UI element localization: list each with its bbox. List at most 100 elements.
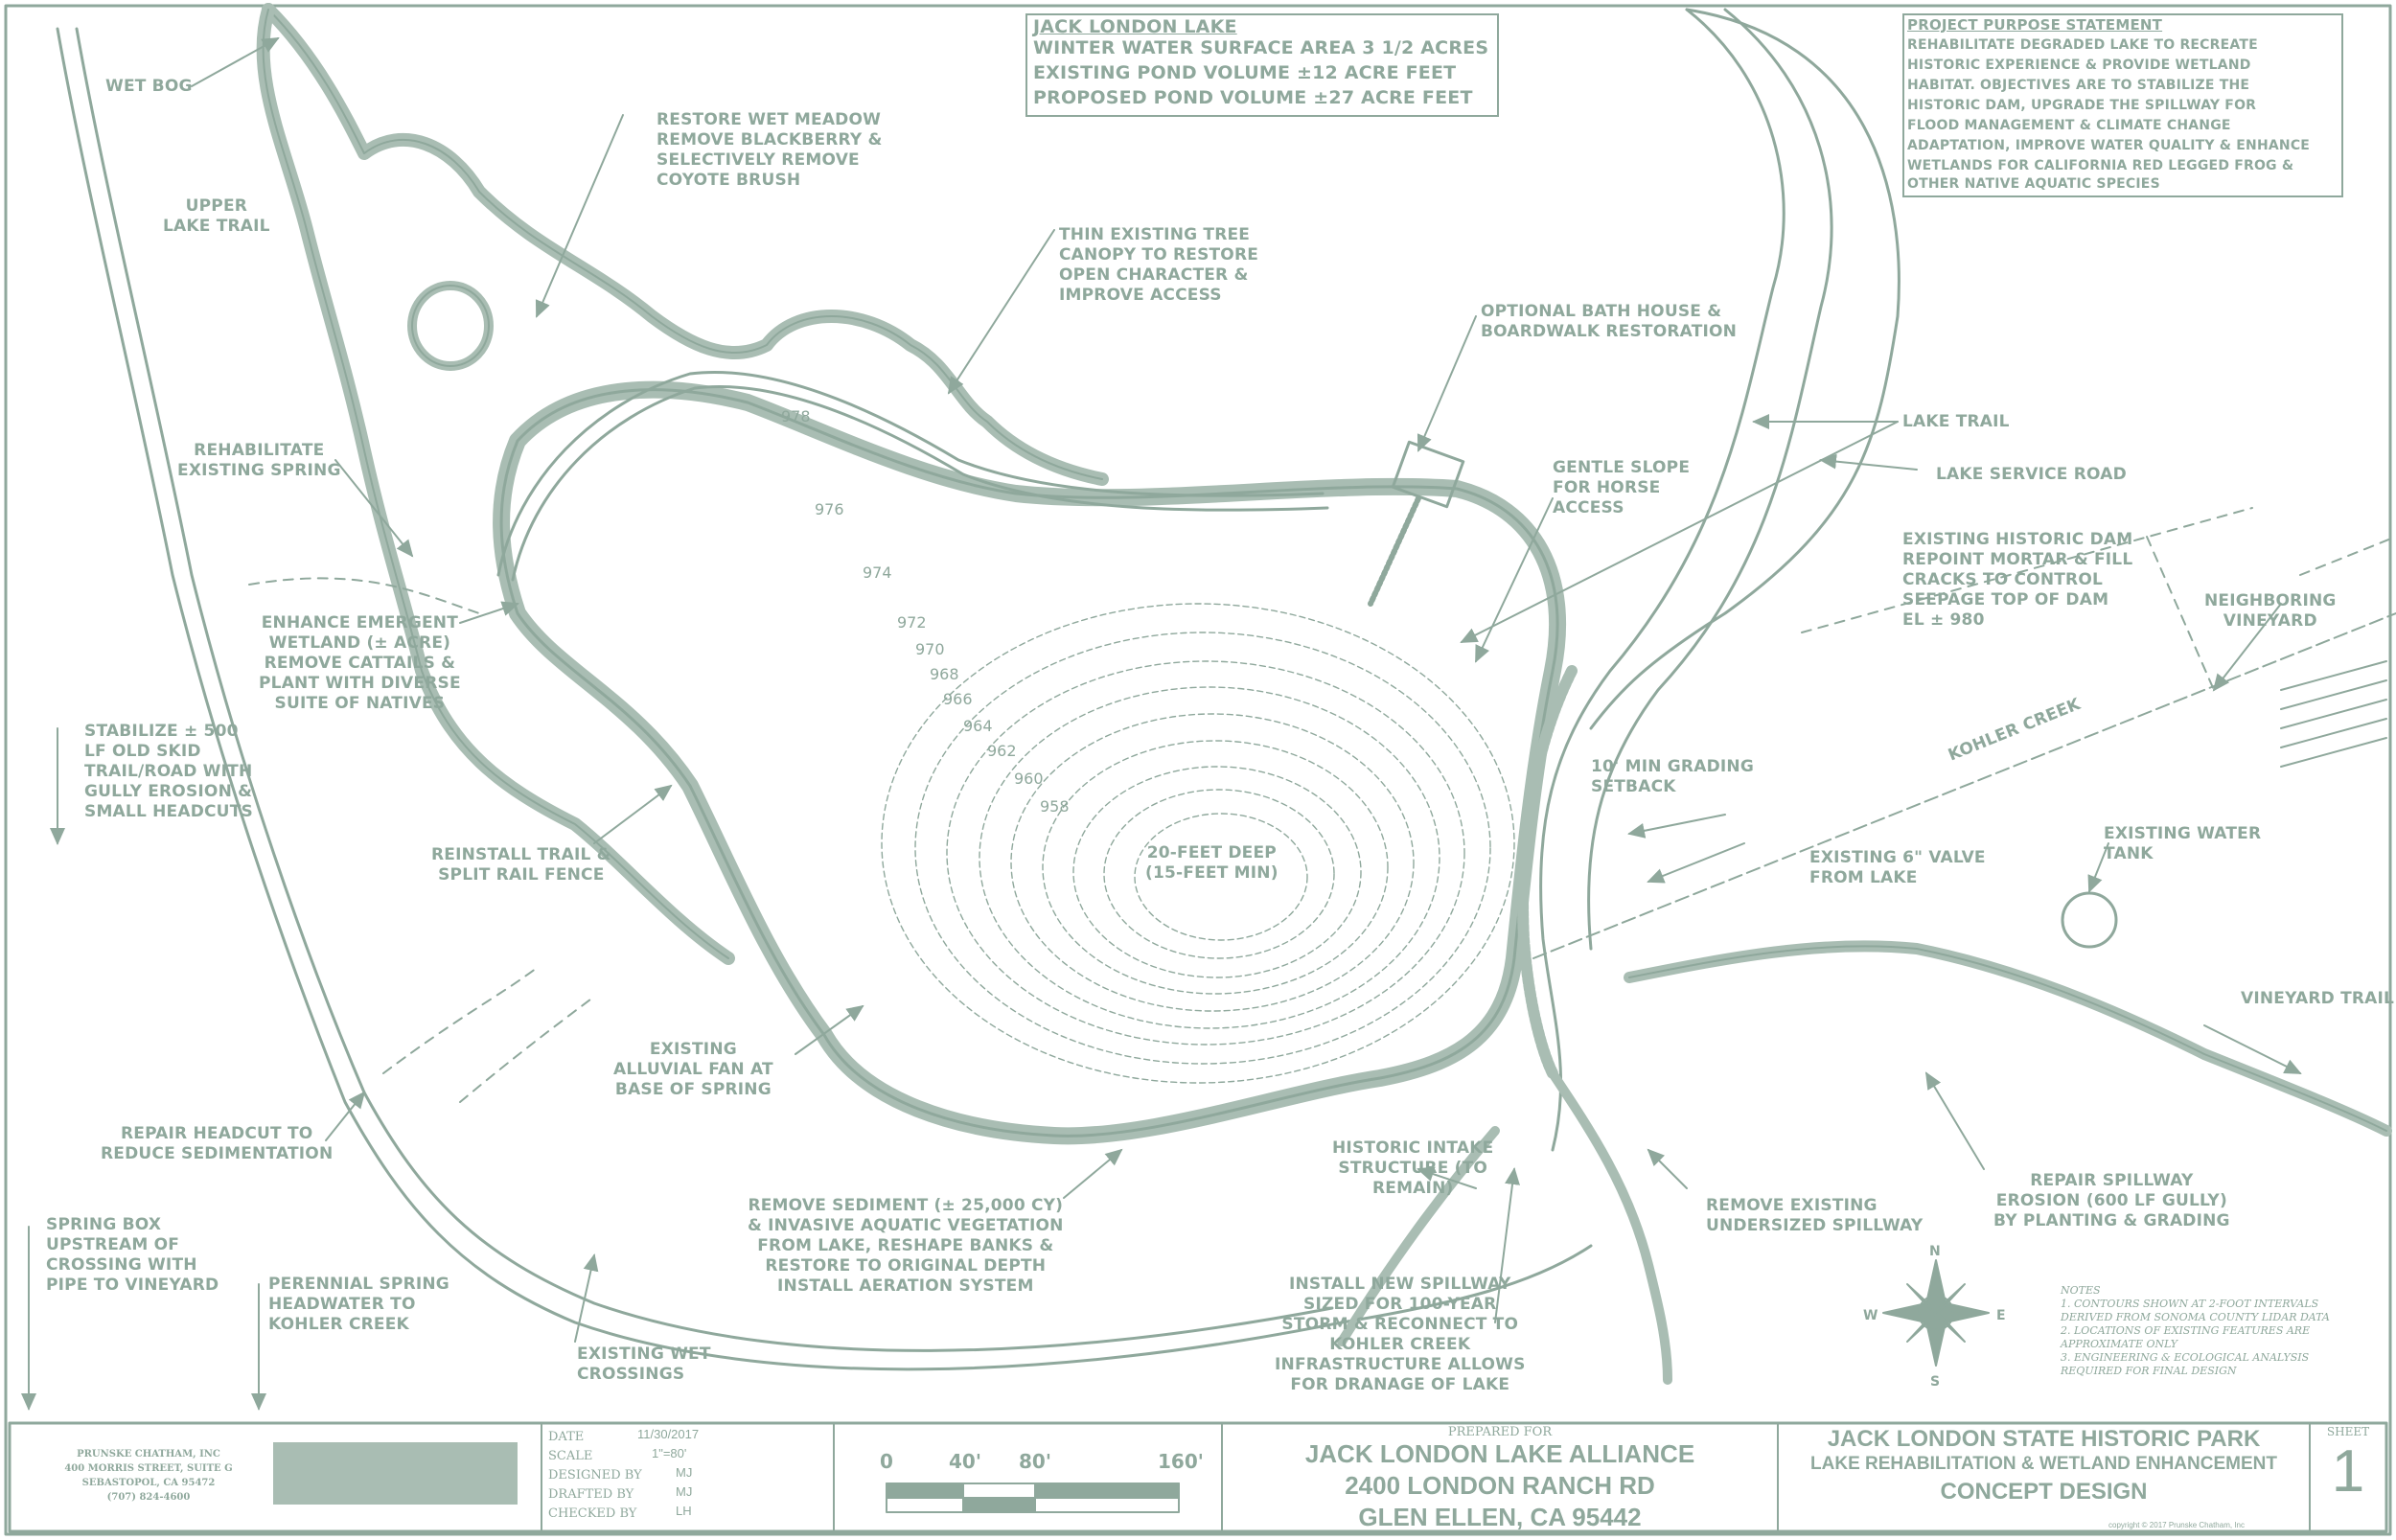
- kohler-creek: [1532, 612, 2396, 959]
- purpose-line: HABITAT. OBJECTIVES ARE TO STABILIZE THE: [1907, 78, 2250, 93]
- project-phase: CONCEPT DESIGN: [1940, 1479, 2148, 1505]
- purpose-title: PROJECT PURPOSE STATEMENT: [1907, 16, 2163, 34]
- lake-shoreline: [493, 380, 1567, 1145]
- client-city: GLEN ELLEN, CA 95442: [1358, 1503, 1642, 1531]
- label-remove-sediment: REMOVE SEDIMENT (± 25,000 CY)& INVASIVE …: [748, 1196, 1064, 1296]
- contour-label: 974: [863, 563, 892, 582]
- lake-info-line: WINTER WATER SURFACE AREA 3 1/2 ACRES: [1033, 37, 1489, 58]
- purpose-line: ADAPTATION, IMPROVE WATER QUALITY & ENHA…: [1907, 138, 2311, 153]
- contour-label: 968: [930, 665, 959, 683]
- label-wet-bog: WET BOG: [105, 77, 193, 96]
- lake-service-road: [1539, 8, 1785, 1152]
- wet-meadow-boundary: [262, 3, 1109, 486]
- lake-info-line: PROPOSED POND VOLUME ±27 ACRE FEET: [1033, 87, 1473, 108]
- label-reinstall-trail: REINSTALL TRAIL &SPLIT RAIL FENCE: [431, 845, 611, 885]
- vineyard-rows: [2280, 660, 2387, 768]
- lake-info-line: EXISTING POND VOLUME ±12 ACRE FEET: [1033, 62, 1457, 83]
- lake-trail-path: [496, 370, 1325, 577]
- scale-tick: 80': [1019, 1450, 1051, 1473]
- purpose-line: HISTORIC EXPERIENCE & PROVIDE WETLAND: [1907, 57, 2251, 73]
- label-depth: 20-FEET DEEP(15-FEET MIN): [1145, 843, 1279, 883]
- contour-label: 972: [897, 613, 927, 632]
- contour-label: 960: [1014, 770, 1044, 788]
- spillway-channel: [1548, 1069, 1672, 1385]
- compass-s: S: [1930, 1374, 1941, 1390]
- contour-label: 970: [915, 640, 945, 658]
- compass-n: N: [1929, 1244, 1941, 1259]
- prepared-for-label: PREPARED FOR: [1447, 1425, 1553, 1439]
- purpose-line: WETLANDS FOR CALIFORNIA RED LEGGED FROG …: [1907, 158, 2294, 173]
- sheet-number: 1: [2331, 1438, 2365, 1505]
- purpose-statement-box: [1902, 13, 2343, 197]
- client-address: 2400 LONDON RANCH RD: [1345, 1471, 1655, 1500]
- contour-label: 962: [987, 742, 1017, 760]
- drafted-label: DRAFTED BY: [548, 1487, 634, 1502]
- checked-label: CHECKED BY: [548, 1506, 637, 1521]
- drafted-value: MJ: [676, 1484, 693, 1499]
- scale-tick: 0: [880, 1450, 893, 1473]
- compass-e: E: [1996, 1308, 2006, 1323]
- lake-info-box: [1025, 13, 1499, 117]
- purpose-line: REHABILITATE DEGRADED LAKE TO RECREATE: [1907, 37, 2258, 53]
- designed-label: DESIGNED BY: [548, 1468, 642, 1483]
- date-value: 11/30/2017: [637, 1427, 700, 1441]
- project-name: LAKE REHABILITATION & WETLAND ENHANCEMEN…: [1810, 1454, 2277, 1474]
- scale-label: SCALE: [548, 1449, 593, 1463]
- park-name: JACK LONDON STATE HISTORIC PARK: [1827, 1426, 2261, 1452]
- purpose-line: HISTORIC DAM, UPGRADE THE SPILLWAY FOR: [1907, 98, 2257, 113]
- graphic-scale: [886, 1483, 1180, 1513]
- label-bath-house: OPTIONAL BATH HOUSE &BOARDWALK RESTORATI…: [1481, 302, 1738, 341]
- purpose-line: OTHER NATIVE AQUATIC SPECIES: [1907, 176, 2160, 192]
- label-lake-trail: LAKE TRAIL: [1902, 412, 2010, 431]
- scale-value: 1"=80': [652, 1446, 687, 1460]
- scale-tick: 160': [1158, 1450, 1204, 1473]
- north-arrow: [1882, 1259, 1990, 1367]
- drawing-notes: NOTES 1. CONTOURS SHOWN AT 2-FOOT INTERV…: [2061, 1284, 2330, 1377]
- contour-label: 966: [943, 690, 973, 708]
- checked-value: LH: [676, 1504, 692, 1518]
- water-tank-symbol: [2061, 891, 2118, 949]
- historic-dam: [1517, 665, 1578, 1079]
- lake-info-title: JACK LONDON LAKE: [1033, 16, 1237, 37]
- label-vineyard-trail: VINEYARD TRAIL: [2241, 989, 2395, 1008]
- copyright-text: copyright © 2017 Prunske Chatham, Inc: [2108, 1521, 2245, 1529]
- contour-label: 978: [781, 407, 811, 425]
- lake-contours: [881, 603, 1515, 1084]
- designed-value: MJ: [676, 1465, 693, 1480]
- scale-tick: 40': [949, 1450, 981, 1473]
- contour-label: 976: [815, 500, 844, 518]
- contour-label: 958: [1040, 797, 1070, 816]
- contour-label: 964: [963, 717, 993, 735]
- upper-lake-trail: [56, 27, 1593, 1371]
- firm-logo: [273, 1442, 518, 1505]
- date-label: DATE: [548, 1430, 585, 1444]
- firm-info: PRUNSKE CHATHAM, INC 400 MORRIS STREET, …: [64, 1449, 233, 1503]
- purpose-line: FLOOD MANAGEMENT & CLIMATE CHANGE: [1907, 118, 2231, 133]
- sheet-label: SHEET: [2326, 1425, 2370, 1438]
- compass-w: W: [1863, 1308, 1878, 1323]
- label-lake-service-road: LAKE SERVICE ROAD: [1936, 465, 2127, 484]
- client-name: JACK LONDON LAKE ALLIANCE: [1304, 1439, 1695, 1468]
